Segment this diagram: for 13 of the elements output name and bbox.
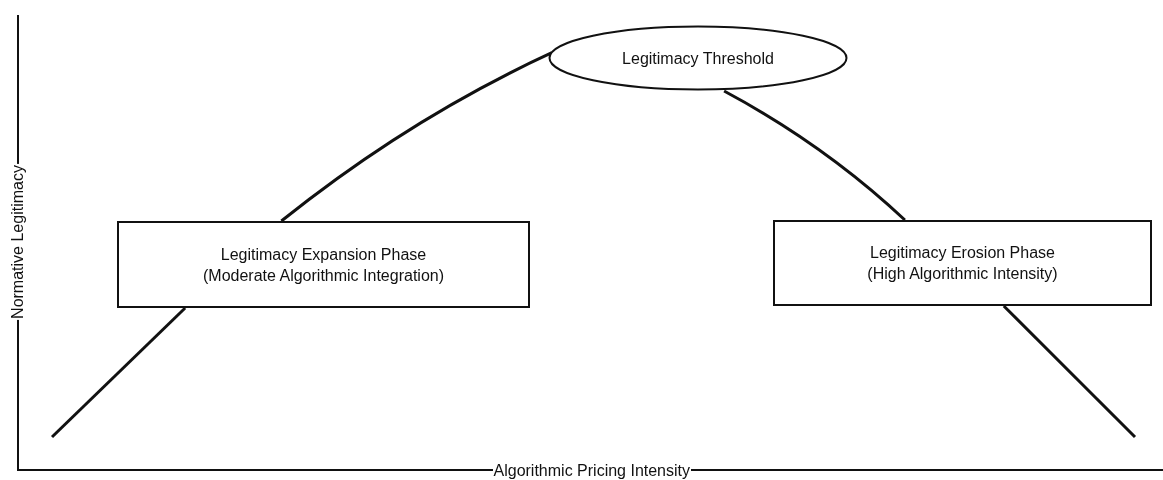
phase-box (773, 220, 1152, 306)
y-axis-label: Normative Legitimacy (8, 164, 27, 320)
curve-segment (50, 306, 187, 439)
curve-segment (1002, 304, 1137, 439)
node-title: Legitimacy Erosion Phase (870, 243, 1055, 263)
phase-box (117, 221, 530, 308)
node-subtitle: (Moderate Algorithmic Integration) (203, 265, 444, 286)
node-subtitle: (High Algorithmic Intensity) (867, 264, 1058, 284)
threshold-ellipse (548, 25, 848, 91)
x-axis-label: Algorithmic Pricing Intensity (492, 462, 691, 480)
node-title: Legitimacy Threshold (622, 48, 774, 69)
node-title: Legitimacy Expansion Phase (220, 244, 427, 265)
curve-segment (723, 89, 906, 222)
